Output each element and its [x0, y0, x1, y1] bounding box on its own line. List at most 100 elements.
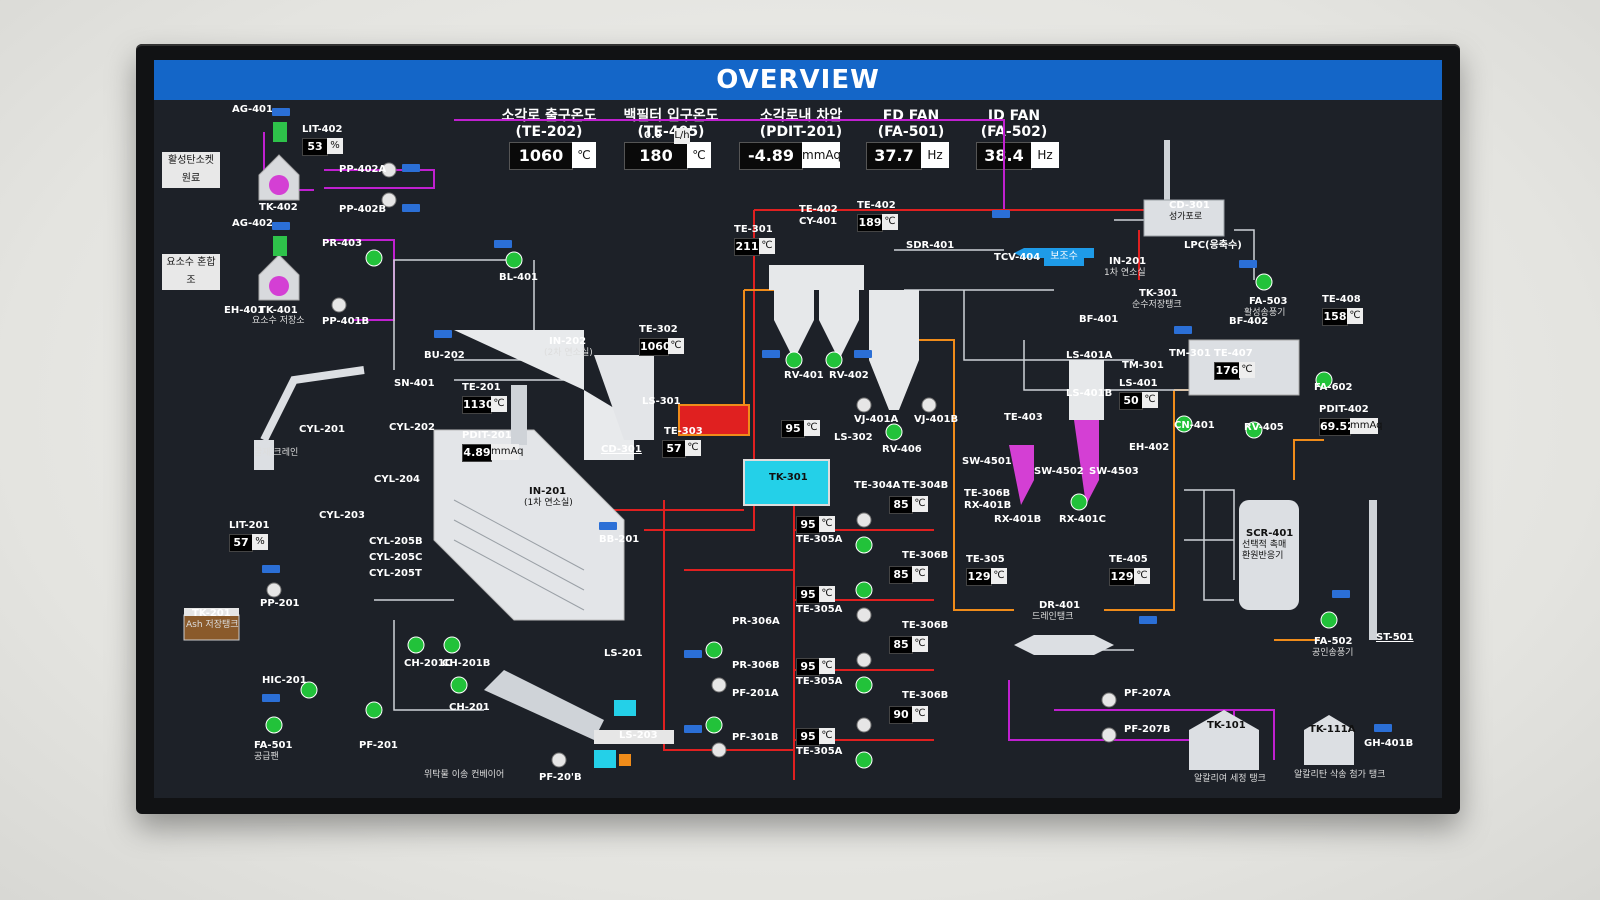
tag-te304a: TE-304A	[854, 480, 901, 491]
tag-pdit402: PDIT-402	[1319, 404, 1369, 415]
status-badge	[272, 108, 290, 116]
unit-te306b-1: ℃	[912, 566, 928, 582]
tag-pf20b: PF-20'B	[539, 772, 582, 783]
sub-tk111a: 알칼리탄 삭송 첨가 탱크	[1294, 770, 1386, 780]
sub-tk301b: 순수저장탱크	[1132, 300, 1182, 310]
process-diagram	[183, 119, 1377, 780]
status-badge	[1139, 616, 1157, 624]
tag-rv405: RV-405	[1244, 422, 1284, 433]
reading-te303b: 57	[662, 440, 686, 458]
status-badge	[992, 210, 1010, 218]
reading-pdit402: 69.52	[1319, 418, 1355, 436]
unit-te305a-2: ℃	[819, 586, 835, 602]
tag-in202: IN-202	[549, 336, 587, 347]
unit-lit201: %	[252, 534, 268, 550]
tag-cyl203: CYL-203	[319, 510, 365, 521]
tag-ls203: LS-203	[619, 730, 658, 741]
tag-pp402a: PP-402A	[339, 164, 387, 175]
tag-ch201: CH-201	[449, 702, 490, 713]
tag-fa501: FA-501	[254, 740, 293, 751]
reading-te305a-4: 95	[796, 728, 820, 746]
tag-te402b: TE-402	[857, 200, 896, 211]
status-badge	[402, 204, 420, 212]
unit-fft402: L/h	[674, 128, 690, 144]
status-badge	[272, 222, 290, 230]
tag-rx401c: RX-401C	[1059, 514, 1106, 525]
tag-tk101: TK-101	[1207, 720, 1246, 731]
tag-pr306b: PR-306B	[732, 660, 780, 671]
tag-cyl205c: CYL-205C	[369, 552, 423, 563]
sub-fa502: 공인송풍기	[1312, 648, 1354, 658]
status-badge	[1374, 724, 1392, 732]
reading-te301: 211	[734, 238, 760, 256]
status-badge	[1239, 260, 1257, 268]
unit-te306b-3: ℃	[912, 706, 928, 722]
tag-cd301b: CD-301	[1169, 200, 1210, 211]
monitor-frame: OVERVIEW 소각로 출구온도(TE-202) 1060 ℃ 백필터 입구온…	[136, 44, 1460, 814]
tag-te402a: TE-402	[799, 204, 838, 215]
tag-dr401: DR-401	[1039, 600, 1081, 611]
unit-pdit201: mmAq	[491, 444, 524, 460]
tag-ls201: LS-201	[604, 648, 643, 659]
tag-te306b-s: TE-306B	[964, 488, 1011, 499]
status-badge	[262, 694, 280, 702]
tag-fa502: FA-502	[1314, 636, 1353, 647]
tag-tm301: TM-301	[1122, 360, 1164, 371]
unit-te303b: ℃	[685, 440, 701, 456]
scada-screen: OVERVIEW 소각로 출구온도(TE-202) 1060 ℃ 백필터 입구온…	[154, 60, 1442, 798]
tag-te306b-3: TE-306B	[902, 690, 949, 701]
tag-rv402: RV-402	[829, 370, 869, 381]
unit-te305a-1: ℃	[819, 516, 835, 532]
tag-cyl202: CYL-202	[389, 422, 435, 433]
status-badge	[434, 330, 452, 338]
sub-in202: (2차 연소실)	[544, 348, 593, 358]
tag-in201: IN-201	[529, 486, 567, 497]
note-conveyor: 위탁물 이송 컨베이어	[424, 770, 505, 780]
status-badge	[684, 725, 702, 733]
tag-te403: TE-403	[1004, 412, 1043, 423]
reading-te306b-3: 90	[889, 706, 913, 724]
tag-bu202: BU-202	[424, 350, 465, 361]
kpi-fa501-value: 37.7	[866, 142, 922, 170]
sub-cyl201: 굴재 크레인	[254, 448, 299, 458]
kpi-te202-value: 1060	[509, 142, 573, 170]
status-badge	[599, 522, 617, 530]
tag-tcv404: TCV-404	[994, 252, 1041, 263]
sub-scr401: 선택적 촉매 환원반응기	[1242, 540, 1287, 561]
tag-tk301: TK-301	[769, 472, 808, 483]
tag-te305a-4: TE-305A	[796, 746, 843, 757]
sub-tk401: 요소수 저장소	[252, 316, 305, 326]
tag-pf207a: PF-207A	[1124, 688, 1171, 699]
tag-pp201: PP-201	[260, 598, 300, 609]
reading-te305a-3: 95	[796, 658, 820, 676]
tag-te305a-1: TE-305A	[796, 534, 843, 545]
unit-te408: ℃	[1347, 308, 1363, 324]
reading-te306b-1: 85	[889, 566, 913, 584]
reading-te303: 95	[781, 420, 805, 438]
unit-ls401: ℃	[1142, 392, 1158, 408]
page-title: OVERVIEW	[154, 60, 1442, 100]
reading-lit201: 57	[229, 534, 253, 552]
tag-scr401: SCR-401	[1246, 528, 1294, 539]
tag-ag401: AG-401	[232, 104, 273, 115]
tag-rv401: RV-401	[784, 370, 824, 381]
status-badge	[684, 650, 702, 658]
tag-lit402: LIT-402	[302, 124, 343, 135]
tag-ls401b: LS-401B	[1066, 388, 1113, 399]
unit-te405: ℃	[1134, 568, 1150, 584]
tag-te306b-2: TE-306B	[902, 620, 949, 631]
status-badge	[494, 240, 512, 248]
tag-te305a-2: TE-305A	[796, 604, 843, 615]
unit-te305a-3: ℃	[819, 658, 835, 674]
kpi-fa501-unit: Hz	[921, 142, 949, 168]
tag-cyl204: CYL-204	[374, 474, 420, 485]
reading-te201: 1130	[462, 396, 494, 414]
unit-te301: ℃	[759, 238, 775, 254]
tag-ls301: LS-301	[642, 396, 681, 407]
kpi-pdit201-unit: mmAq	[802, 142, 841, 168]
note-steam: 보조수	[1044, 248, 1084, 266]
unit-te306b-2: ℃	[912, 636, 928, 652]
tag-pr306a: PR-306A	[732, 616, 780, 627]
unit-te303: ℃	[804, 420, 820, 436]
tag-tk201: TK-201	[192, 608, 231, 619]
